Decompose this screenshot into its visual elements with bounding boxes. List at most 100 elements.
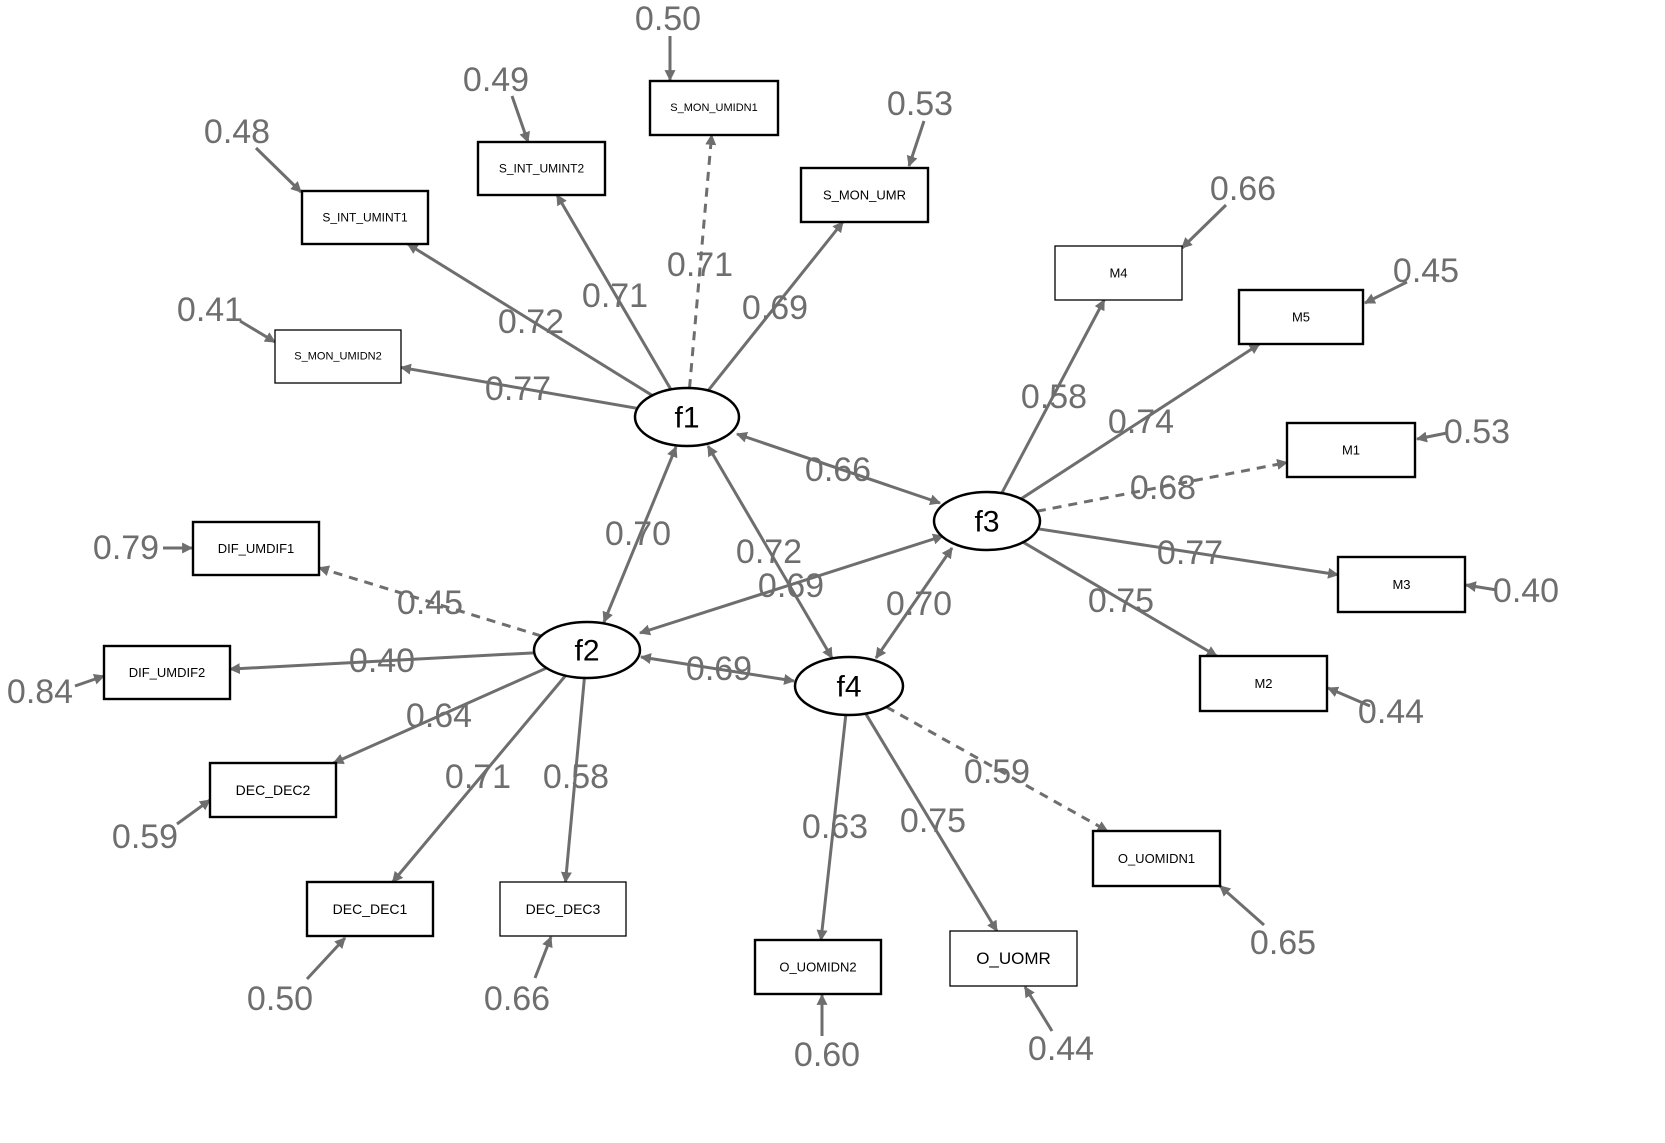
indicator-label: S_INT_UMINT2 [499,162,585,176]
indicator-label: O_UOMIDN2 [779,960,856,975]
labels-layer: 0.720.480.710.490.710.500.690.530.770.41… [7,0,1559,1074]
residual-value-m5: 0.45 [1393,252,1459,290]
factor-node-f2: f2 [532,620,642,680]
residual-value-s_mon_umidn1: 0.50 [635,0,701,38]
indicator-box [1237,288,1365,346]
correlation-arrow-f3-f4 [874,547,954,659]
indicator-box [300,189,430,246]
loading-arrow-dif_umdif1 [317,565,542,638]
factor-node-f3: f3 [932,490,1042,552]
correlation-arrow-f2-f4 [639,653,796,685]
residual-arrow-dec_dec1 [305,936,347,981]
indicator-node-m2: M2 [1198,654,1329,713]
residual-arrow-dif_umdif2 [74,674,106,688]
loading-value-o_uomidn1: 0.59 [964,753,1030,791]
indicator-node-m5: M5 [1237,288,1365,346]
indicator-node-s_int_umint1: S_INT_UMINT1 [300,189,430,246]
residual-value-s_mon_umidn2: 0.41 [177,291,243,329]
factor-ellipse [793,655,905,717]
indicator-node-o_uomidn2: O_UOMIDN2 [753,938,883,996]
indicator-label: S_MON_UMR [823,188,906,203]
loading-arrow-s_mon_umidn1 [688,133,717,389]
residual-arrow-o_uomr [1023,986,1054,1032]
correlation-value-f3-f2: 0.69 [758,567,824,605]
indicator-node-s_mon_umidn1: S_MON_UMIDN1 [648,79,780,137]
indicator-node-dec_dec2: DEC_DEC2 [208,761,338,819]
indicator-box [1285,421,1417,479]
correlation-value-f1-f2: 0.70 [605,515,671,553]
loading-value-s_mon_umr: 0.69 [742,289,808,327]
factor-label: f2 [574,635,599,668]
loading-arrow-m3 [1037,527,1340,579]
indicator-node-s_int_umint2: S_INT_UMINT2 [476,140,607,197]
residual-arrow-m4 [1180,203,1228,250]
loading-value-dec_dec3: 0.58 [543,758,609,796]
factor-label: f4 [836,671,861,704]
indicator-node-dif_umdif2: DIF_UMDIF2 [102,644,232,701]
indicator-node-o_uomidn1: O_UOMIDN1 [1091,829,1222,888]
indicator-label: M3 [1392,577,1410,592]
indicator-label: DEC_DEC1 [333,901,408,917]
loading-value-m4: 0.58 [1021,378,1087,416]
factor-ellipse [633,386,741,448]
loading-value-m3: 0.77 [1157,534,1223,572]
loading-value-dec_dec1: 0.71 [445,758,511,796]
loading-value-dif_umdif2: 0.40 [349,642,415,680]
residual-value-s_int_umint1: 0.48 [204,113,270,151]
indicator-label: S_MON_UMIDN1 [670,102,757,114]
correlation-value-f2-f4: 0.69 [686,650,752,688]
residual-value-dec_dec3: 0.66 [484,980,550,1018]
edges-layer [74,36,1498,1036]
indicator-box [949,930,1078,987]
indicator-label: DEC_DEC2 [236,782,311,798]
factor-node-f1: f1 [633,386,741,448]
indicator-box [102,644,232,701]
indicator-box [191,520,321,577]
loading-value-s_mon_umidn2: 0.77 [485,370,551,408]
loading-arrow-dec_dec1 [391,674,567,883]
indicator-box [1054,245,1183,301]
residual-arrow-s_mon_umidn2 [239,319,276,344]
indicator-box [1091,829,1222,888]
indicator-box [1198,654,1329,713]
correlation-value-f1-f4: 0.72 [736,533,802,571]
loading-value-s_int_umint1: 0.72 [498,303,564,341]
loading-arrow-dec_dec3 [560,677,586,884]
residual-value-dec_dec2: 0.59 [112,818,178,856]
residual-value-m1: 0.53 [1444,413,1510,451]
loading-arrow-s_mon_umidn2 [399,363,638,410]
loading-value-s_int_umint2: 0.71 [582,277,648,315]
loading-arrow-m4 [1000,299,1106,494]
residual-value-o_uomr: 0.44 [1028,1030,1094,1068]
indicator-label: O_UOMR [976,949,1051,968]
residual-arrow-m1 [1415,431,1448,443]
residual-arrow-m2 [1326,686,1371,708]
loading-arrow-o_uomidn1 [885,705,1109,833]
indicator-box [476,140,607,197]
loading-value-o_uomidn2: 0.63 [802,808,868,846]
factor-label: f3 [974,506,999,539]
loading-arrow-s_int_umint1 [406,242,654,397]
indicator-box [499,881,627,937]
indicator-node-m1: M1 [1285,421,1417,479]
loading-arrow-o_uomr [864,712,999,932]
loading-value-m2: 0.75 [1088,582,1154,620]
indicator-box [1336,555,1467,614]
indicator-node-dec_dec3: DEC_DEC3 [499,881,627,937]
residual-value-dif_umdif2: 0.84 [7,673,73,711]
nodes-layer: S_INT_UMINT1 S_INT_UMINT2 S_MON_UMIDN1S_MO… [102,79,1467,996]
residual-arrow-dec_dec2 [176,798,211,826]
loading-arrow-s_int_umint2 [555,194,673,391]
indicator-label: DIF_UMDIF1 [218,541,295,556]
residual-arrow-s_int_umint1 [254,146,303,194]
indicator-box [799,166,930,224]
indicator-label: S_INT_UMINT1 [322,211,408,225]
indicator-label: DIF_UMDIF2 [129,665,206,680]
loading-arrow-dec_dec2 [332,666,548,765]
loading-value-m5: 0.74 [1108,403,1174,441]
factor-ellipse [932,490,1042,552]
loading-value-dif_umdif1: 0.45 [397,584,463,622]
indicator-box [208,761,338,819]
indicator-node-dec_dec1: DEC_DEC1 [305,880,435,938]
